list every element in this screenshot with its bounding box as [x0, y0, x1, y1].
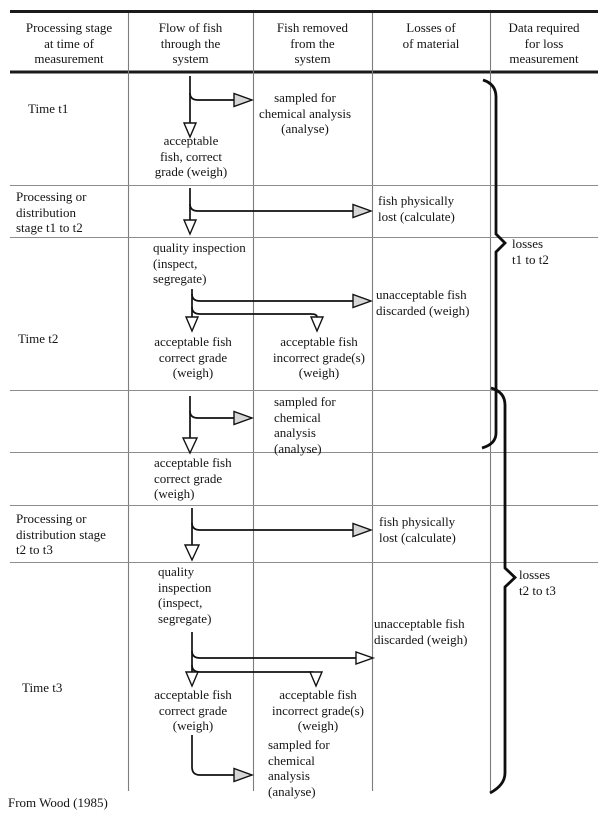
loss-braces: [481, 78, 518, 795]
flow-line-t2-incorrect-branch: [191, 306, 318, 318]
flow-line-t3-discard-branch: [191, 650, 356, 659]
label-losses-t2-t3: losses t2 to t3: [519, 567, 556, 598]
flow-line-p23-lost-branch: [191, 522, 353, 531]
right-arrow-icon: [233, 410, 255, 426]
node-t3-unacceptable-fish: unacceptable fish discarded (weigh): [374, 616, 468, 647]
right-arrowheads: [233, 92, 376, 783]
down-arrow-icon: [182, 219, 198, 236]
brace-losses-t1-t2: [481, 78, 507, 450]
node-t2-unacceptable-fish: unacceptable fish discarded (weigh): [376, 287, 470, 318]
header-data-required: Data required for loss measurement: [508, 20, 580, 66]
down-arrow-icon: [184, 671, 200, 688]
right-arrow-icon: [233, 767, 255, 783]
node-t3-quality-inspection: quality inspection (inspect, segregate): [158, 564, 212, 626]
node-t3-acceptable-incorrect: acceptable fish incorrect grade(s) (weig…: [271, 687, 365, 733]
flow-line-t3-sample-branch: [191, 735, 234, 776]
source-citation: From Wood (1985): [8, 795, 108, 810]
flow-line-t2-sample-branch: [189, 410, 234, 419]
node-t3-sampled: sampled for chemical analysis (analyse): [268, 737, 330, 799]
stage-label-time-t1: Time t1: [28, 101, 69, 116]
label-losses-t1-t2: losses t1 to t2: [512, 236, 549, 267]
stage-label-processing-t2-t3: Processing or distribution stage t2 to t…: [16, 511, 106, 557]
brace-losses-t2-t3: [489, 386, 518, 795]
node-t2-quality-inspection: quality inspection (inspect, segregate): [153, 240, 246, 286]
right-arrow-icon: [233, 92, 255, 108]
down-arrow-icon: [181, 437, 199, 455]
node-t2-acceptable-correct-after: acceptable fish correct grade (weigh): [154, 455, 232, 501]
right-arrow-icon: [352, 522, 374, 538]
node-t3-acceptable-correct: acceptable fish correct grade (weigh): [154, 687, 232, 733]
flow-line-p12-lost-branch: [189, 203, 353, 212]
stage-label-time-t2: Time t2: [18, 331, 59, 346]
down-arrow-icon: [183, 544, 201, 562]
right-arrow-icon: [352, 203, 374, 219]
table-grid: [10, 10, 598, 791]
header-flow-of-fish: Flow of fish through the system: [158, 20, 223, 66]
node-t1-sampled: sampled for chemical analysis (analyse): [258, 90, 352, 136]
down-arrowheads: [181, 122, 325, 688]
right-arrow-icon: [355, 651, 376, 665]
node-t2-acceptable-incorrect: acceptable fish incorrect grade(s) (weig…: [272, 334, 366, 380]
column-dividers: [127, 13, 492, 791]
flow-line-t1-sample-branch: [189, 92, 234, 101]
row-dividers: [10, 184, 598, 564]
down-arrow-icon: [309, 316, 325, 333]
stage-label-processing-t1-t2: Processing or distribution stage t1 to t…: [16, 189, 87, 235]
down-arrow-icon: [308, 671, 324, 688]
right-arrow-icon: [352, 293, 374, 309]
node-t2-sampled: sampled for chemical analysis (analyse): [274, 394, 336, 456]
down-arrow-icon: [184, 316, 200, 333]
node-t1-acceptable-fish: acceptable fish, correct grade (weigh): [154, 133, 228, 179]
node-p23-fish-lost: fish physically lost (calculate): [379, 514, 456, 545]
node-p12-fish-lost: fish physically lost (calculate): [378, 193, 455, 224]
flow-line-t2-discard-branch: [191, 293, 353, 302]
flow-lines: [189, 76, 356, 776]
down-arrow-icon: [182, 122, 198, 139]
header-processing-stage: Processing stage at time of measurement: [25, 20, 113, 66]
node-t2-acceptable-correct: acceptable fish correct grade (weigh): [154, 334, 232, 380]
header-fish-removed: Fish removed from the system: [276, 20, 349, 66]
header-losses: Losses of of material: [402, 20, 460, 51]
stage-label-time-t3: Time t3: [22, 680, 63, 695]
